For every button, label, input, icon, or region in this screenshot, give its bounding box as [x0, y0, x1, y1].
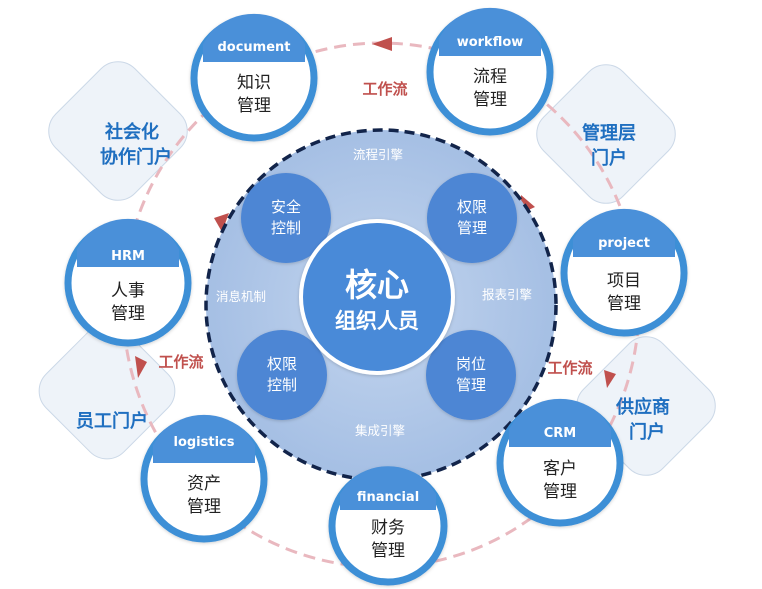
workflow-label-top: 工作流 — [362, 80, 407, 98]
inner-node-position-line1: 岗位 — [456, 355, 486, 373]
module-project[interactable]: project 项目 管理 — [560, 208, 688, 337]
inner-node-permission-line2: 控制 — [267, 376, 297, 394]
inner-node-authority-line1: 权限 — [457, 198, 487, 216]
module-crm-line1: 客户 — [543, 459, 577, 479]
orbit-arrow-left-lower — [135, 356, 147, 378]
portal-tile-employee — [38, 322, 176, 460]
portal-supplier-line2: 门户 — [629, 421, 665, 443]
engine-flow-label: 流程引擎 — [353, 147, 403, 162]
portal-management-line1: 管理层 — [582, 122, 636, 144]
orbit-arrow-left-upper — [214, 213, 229, 232]
module-document-line1: 知识 — [237, 73, 271, 93]
portal-management-line2: 门户 — [591, 147, 627, 169]
portal-tile-management — [536, 64, 676, 204]
inner-node-permission-line1: 权限 — [267, 355, 297, 373]
inner-node-security-line2: 控制 — [271, 219, 301, 237]
inner-node-security[interactable]: 安全 控制 — [241, 173, 331, 263]
inner-node-authority[interactable]: 权限 管理 — [427, 173, 517, 263]
module-project-line2: 管理 — [607, 294, 641, 314]
module-crm[interactable]: CRM 客户 管理 — [496, 398, 624, 527]
center-title: 核心 — [345, 266, 409, 304]
portal-social-line1: 社会化 — [105, 121, 159, 143]
module-logistics-tag: logistics — [173, 435, 234, 450]
module-logistics[interactable]: logistics 资产 管理 — [140, 414, 268, 543]
inner-node-security-line1: 安全 — [271, 198, 301, 216]
module-financial-line1: 财务 — [371, 518, 405, 538]
module-crm-tag: CRM — [544, 426, 577, 441]
module-hrm-line1: 人事 — [111, 281, 145, 301]
portal-employee-line1: 员工门户 — [76, 410, 148, 432]
module-workflow-tag: workflow — [457, 35, 524, 50]
module-financial-line2: 管理 — [371, 541, 405, 561]
module-workflow[interactable]: workflow 流程 管理 — [426, 7, 554, 136]
module-workflow-line2: 管理 — [473, 90, 507, 110]
module-hrm-line2: 管理 — [111, 304, 145, 324]
portal-social-line2: 协作门户 — [100, 146, 172, 168]
module-financial-tag: financial — [357, 490, 419, 505]
inner-node-authority-line2: 管理 — [457, 219, 487, 237]
inner-node-position[interactable]: 岗位 管理 — [426, 330, 516, 420]
engine-message-label: 消息机制 — [216, 289, 266, 304]
module-financial[interactable]: financial 财务 管理 — [328, 466, 448, 586]
module-document[interactable]: document 知识 管理 — [190, 13, 318, 142]
module-logistics-line1: 资产 — [187, 474, 221, 494]
module-workflow-line1: 流程 — [473, 67, 507, 87]
center-node[interactable]: 核心 组织人员 — [299, 219, 455, 375]
portal-tile-social — [48, 61, 188, 201]
portal-supplier-line1: 供应商 — [615, 396, 670, 418]
center-subtitle: 组织人员 — [335, 309, 419, 333]
inner-node-position-line2: 管理 — [456, 376, 486, 394]
orbit-arrow-right-lower — [604, 370, 616, 388]
module-hrm[interactable]: HRM 人事 管理 — [64, 218, 192, 347]
engine-integration-label: 集成引擎 — [355, 423, 405, 438]
engine-report-label: 报表引擎 — [482, 287, 532, 302]
module-project-line1: 项目 — [607, 271, 641, 291]
module-document-line2: 管理 — [237, 96, 271, 116]
module-logistics-line2: 管理 — [187, 497, 221, 517]
inner-node-permission[interactable]: 权限 控制 — [237, 330, 327, 420]
workflow-label-left: 工作流 — [158, 353, 203, 371]
orbit-arrow-top — [372, 37, 392, 51]
module-crm-line2: 管理 — [543, 482, 577, 502]
workflow-label-right: 工作流 — [547, 359, 592, 377]
module-document-tag: document — [217, 40, 290, 55]
module-project-tag: project — [598, 236, 650, 251]
module-hrm-tag: HRM — [111, 249, 145, 264]
